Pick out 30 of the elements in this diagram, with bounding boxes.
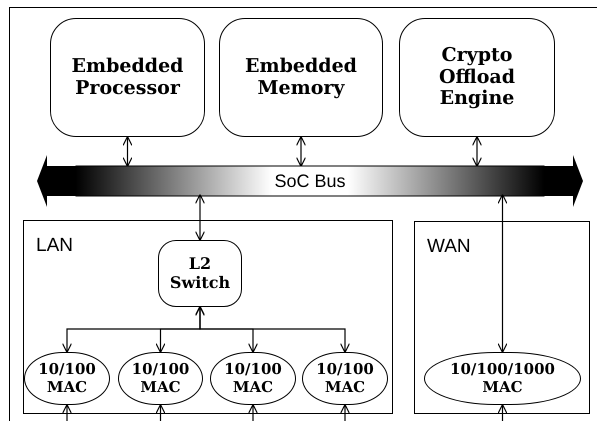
arrow: [62, 404, 72, 421]
arrow: [248, 404, 258, 421]
group-label: WAN: [427, 236, 471, 258]
box-label: L2 Switch: [168, 255, 232, 292]
group-box: [23, 220, 393, 414]
group-label: LAN: [36, 235, 73, 257]
rounded-box: [219, 18, 383, 137]
arrow: [122, 136, 133, 168]
arrow: [497, 194, 508, 354]
arrow: [194, 194, 206, 242]
box-label: 10/100 MAC: [37, 361, 97, 396]
box-label: Embedded Processor: [70, 56, 184, 100]
arrow: [472, 136, 482, 168]
box-label: Embedded Memory: [244, 56, 358, 100]
bus-label: SoC Bus: [274, 170, 346, 192]
box-label: 10/100/1000 MAC: [449, 361, 556, 396]
box-label: Crypto Offload Engine: [438, 44, 516, 110]
arrow: [155, 404, 166, 421]
arrow: [497, 404, 508, 421]
box-label: 10/100 MAC: [315, 361, 375, 396]
group-box: [414, 221, 590, 414]
box-label: 10/100 MAC: [130, 361, 190, 396]
arrow: [340, 404, 350, 421]
arrow: [296, 136, 306, 168]
rounded-box: [399, 18, 555, 137]
rounded-box: [50, 18, 205, 137]
box-label: 10/100 MAC: [223, 361, 283, 396]
arrow: [194, 306, 350, 354]
bus-arrow: [37, 155, 583, 207]
rounded-box: [158, 240, 242, 307]
